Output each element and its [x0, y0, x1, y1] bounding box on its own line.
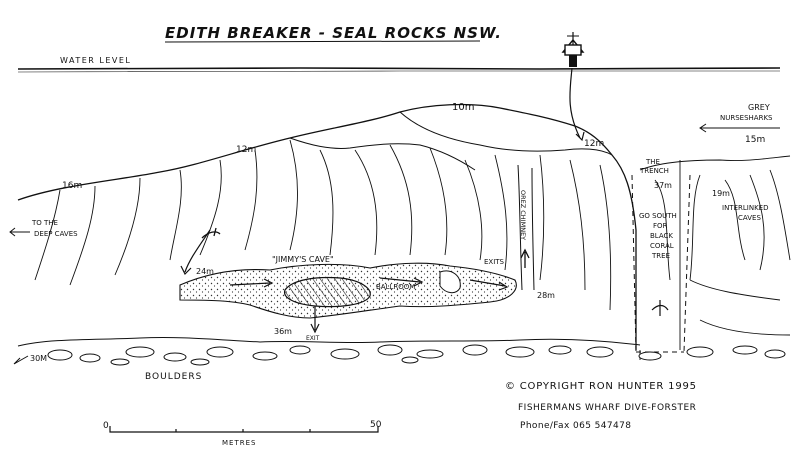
depth-16m-label: 16m — [62, 181, 82, 191]
copyright-line-3: Phone/Fax 065 547478 — [520, 421, 631, 431]
boulders-label: BOULDERS — [145, 372, 202, 382]
scale-start-label: 0 — [103, 421, 109, 431]
to-deep-caves-label-2: DEEP CAVES — [34, 230, 78, 238]
depth-15m-label: 15m — [745, 135, 765, 145]
chimney-arrow-icon — [520, 248, 530, 268]
jimmys-cave-chamber — [284, 276, 371, 308]
grey-nurse-arrow — [699, 123, 780, 133]
go-south-label-5: TREE — [651, 252, 670, 260]
depth-12m-left-label: 12m — [236, 145, 256, 155]
copyright-line-1: © COPYRIGHT RON HUNTER 1995 — [505, 381, 697, 392]
right-reef — [639, 155, 791, 360]
depth-10m-label: 10m — [452, 102, 474, 113]
depth-12m-right-label: 12m — [584, 139, 604, 149]
boat-icon — [561, 32, 585, 67]
the-trench-label-1: THE — [645, 158, 660, 166]
diagram-title: EDITH BREAKER - SEAL ROCKS NSW. — [165, 24, 502, 42]
depth-28m-label: 28m — [537, 291, 555, 300]
title-underline — [164, 40, 481, 43]
jimmys-cave-label: "JIMMY'S CAVE" — [272, 255, 334, 264]
ballroom-chamber — [439, 270, 461, 294]
copyright-line-2: FISHERMANS WHARF DIVE-FORSTER — [518, 403, 696, 413]
depth-19m-label: 19m — [712, 189, 730, 198]
scale-end-label: 50 — [370, 420, 382, 430]
trench-dashed — [631, 174, 691, 353]
anchor-icon — [575, 131, 585, 142]
fish-icon — [201, 227, 221, 239]
depth-36m-label: 36m — [274, 327, 292, 336]
diver-icon — [651, 300, 669, 316]
water-level-line — [17, 67, 781, 70]
the-trench-label-2: TRENCH — [639, 167, 669, 175]
go-south-label-3: BLACK — [650, 232, 673, 240]
scale-unit-label: METRES — [222, 439, 256, 447]
go-south-label-2: FOR — [653, 222, 668, 230]
depth-30-arrow — [13, 355, 29, 365]
boulders — [17, 336, 786, 366]
exit-label: EXIT — [306, 335, 320, 342]
interlinked-caves-label-2: CAVES — [738, 214, 761, 222]
orez-chimney-label: OREZ CHIMNEY — [519, 190, 527, 240]
deep-caves-arrow — [9, 227, 30, 237]
interlinked-caves-label-1: INTERLINKED — [722, 204, 768, 212]
go-south-label-4: CORAL — [650, 242, 674, 250]
go-south-label-1: GO SOUTH — [639, 212, 677, 220]
depth-30m-label: 30M — [30, 354, 47, 363]
to-deep-caves-label-1: TO THE — [31, 219, 58, 227]
water-level-label: WATER LEVEL — [60, 56, 131, 65]
reef-outline — [17, 103, 637, 350]
reef-striations — [34, 139, 612, 311]
grey-nurse-label-1: GREY — [748, 103, 770, 112]
scale-bar — [109, 426, 379, 433]
depth-37m-label: 37m — [654, 181, 672, 190]
anchor-line — [569, 67, 581, 139]
grey-nurse-label-2: NURSESHARKS — [720, 114, 773, 122]
ballroom-label: BALLROOM — [376, 283, 415, 291]
exits-label: EXITS — [484, 258, 505, 266]
chimney — [517, 164, 535, 291]
depth-24m-label: 24m — [196, 267, 214, 276]
